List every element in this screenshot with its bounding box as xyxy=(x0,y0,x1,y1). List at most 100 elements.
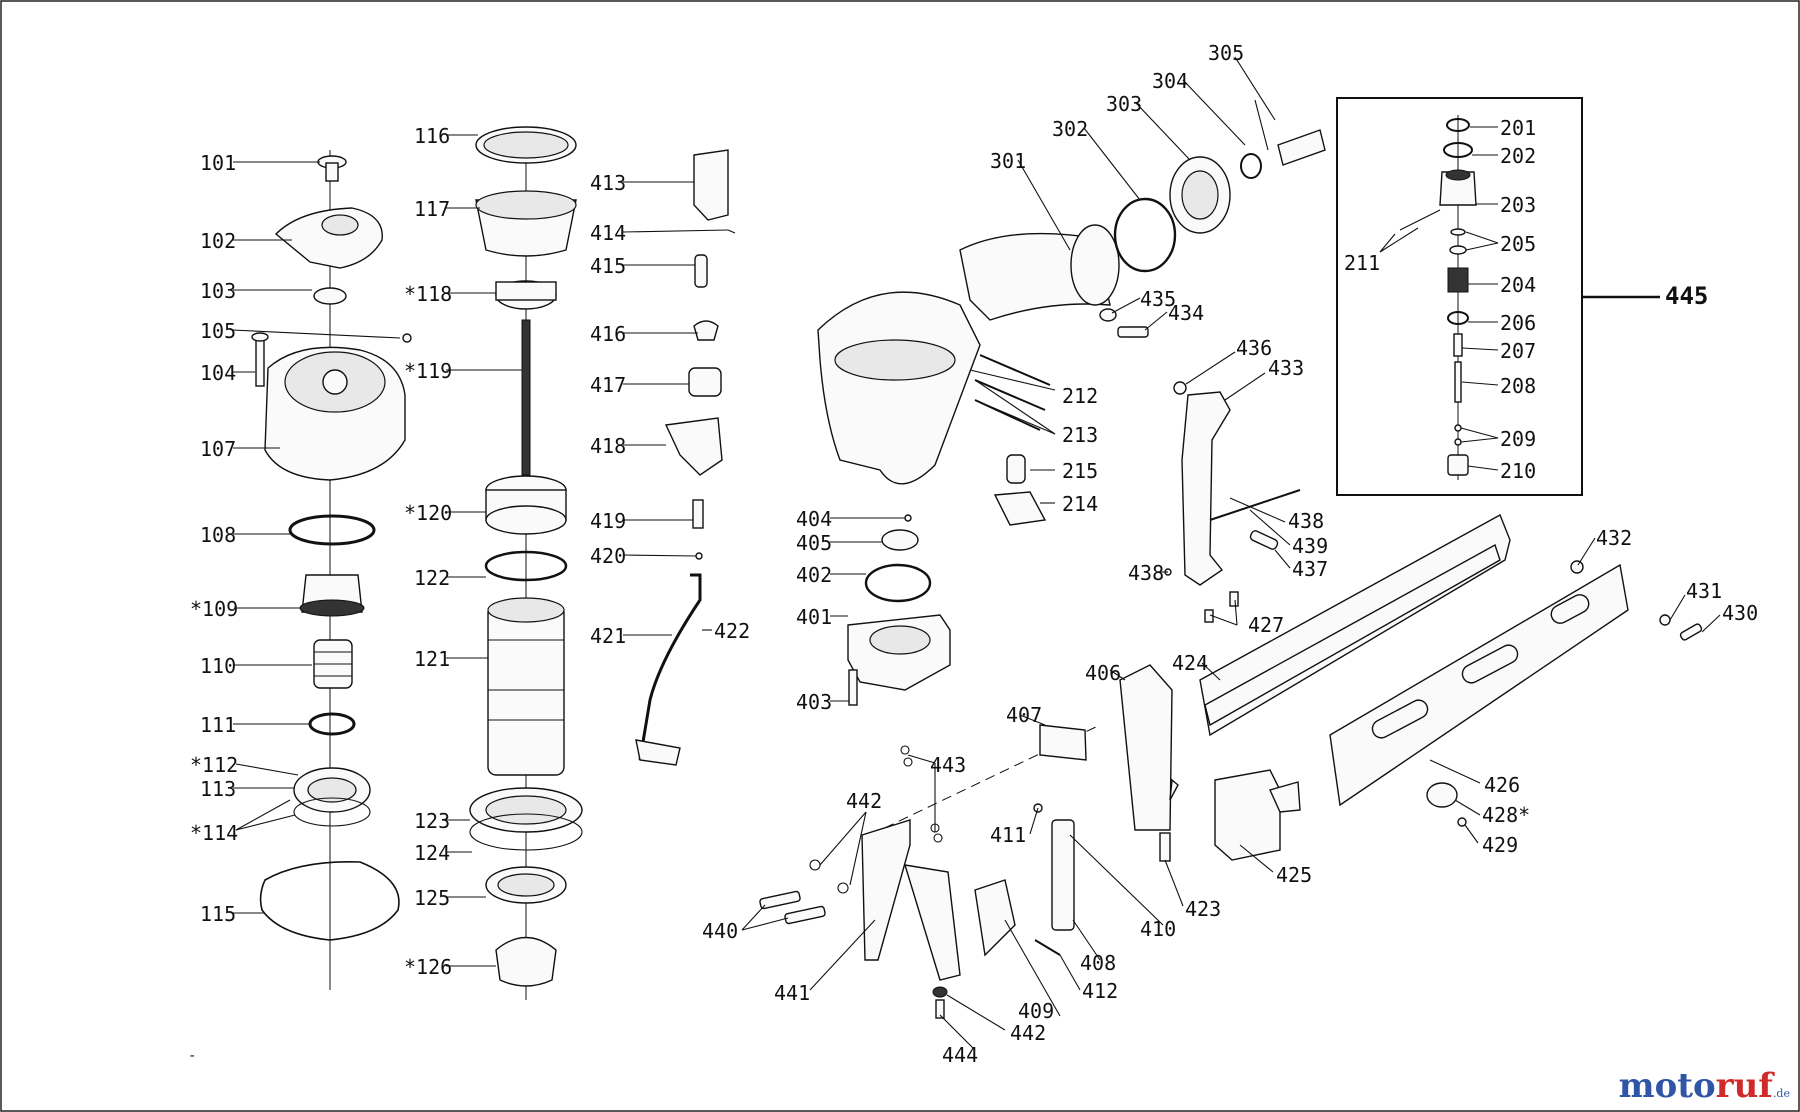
label-416: 416 xyxy=(590,322,626,346)
label-109: *109 xyxy=(190,597,238,621)
label-114: *114 xyxy=(190,821,238,845)
label-401: 401 xyxy=(796,605,832,629)
label-437: 437 xyxy=(1292,557,1328,581)
label-124: 124 xyxy=(414,841,450,865)
part-labels: 101 102 103 105 104 107 108 *109 110 111… xyxy=(190,41,1758,1067)
label-115: 115 xyxy=(200,902,236,926)
leader-lines xyxy=(231,56,1721,1051)
label-408: 408 xyxy=(1080,951,1116,975)
cap-assembly xyxy=(251,150,412,990)
label-413: 413 xyxy=(590,171,626,195)
label-304: 304 xyxy=(1152,69,1188,93)
label-204: 204 xyxy=(1500,273,1536,297)
footnote-dash: - xyxy=(188,1048,196,1064)
label-117: 117 xyxy=(414,197,450,221)
label-417: 417 xyxy=(590,373,626,397)
label-213: 213 xyxy=(1062,423,1098,447)
label-438b: 438 xyxy=(1128,561,1164,585)
label-422: 422 xyxy=(714,619,750,643)
label-302: 302 xyxy=(1052,117,1088,141)
label-442a: 442 xyxy=(846,789,882,813)
label-407: 407 xyxy=(1006,703,1042,727)
label-215: 215 xyxy=(1062,459,1098,483)
label-301: 301 xyxy=(990,149,1026,173)
piston-assembly xyxy=(469,126,583,1000)
label-421: 421 xyxy=(590,624,626,648)
label-410: 410 xyxy=(1140,917,1176,941)
label-113: 113 xyxy=(200,777,236,801)
label-125: 125 xyxy=(414,886,450,910)
label-425: 425 xyxy=(1276,863,1312,887)
label-438a: 438 xyxy=(1288,509,1324,533)
label-201: 201 xyxy=(1500,116,1536,140)
label-412: 412 xyxy=(1082,979,1118,1003)
label-426: 426 xyxy=(1484,773,1520,797)
trigger-assembly xyxy=(635,149,736,766)
label-119: *119 xyxy=(404,359,452,383)
inset-445 xyxy=(1336,97,1660,496)
label-440: 440 xyxy=(702,919,738,943)
label-420: 420 xyxy=(590,544,626,568)
label-445: 445 xyxy=(1665,282,1708,310)
label-415: 415 xyxy=(590,254,626,278)
label-209: 209 xyxy=(1500,427,1536,451)
magazine xyxy=(1199,514,1703,861)
label-210: 210 xyxy=(1500,459,1536,483)
label-112: *112 xyxy=(190,753,238,777)
label-111: 111 xyxy=(200,713,236,737)
label-120: *120 xyxy=(404,501,452,525)
label-429: 429 xyxy=(1482,833,1518,857)
label-435: 435 xyxy=(1140,287,1176,311)
watermark-logo: motoruf.de xyxy=(1618,1066,1790,1106)
label-404: 404 xyxy=(796,507,832,531)
label-102: 102 xyxy=(200,229,236,253)
label-418: 418 xyxy=(590,434,626,458)
label-424: 424 xyxy=(1172,651,1208,675)
label-303: 303 xyxy=(1106,92,1142,116)
label-207: 207 xyxy=(1500,339,1536,363)
label-419: 419 xyxy=(590,509,626,533)
label-126: *126 xyxy=(404,955,452,979)
label-305: 305 xyxy=(1208,41,1244,65)
label-428: 428* xyxy=(1482,803,1530,827)
label-103: 103 xyxy=(200,279,236,303)
label-441: 441 xyxy=(774,981,810,1005)
label-205: 205 xyxy=(1500,232,1536,256)
label-439: 439 xyxy=(1292,534,1328,558)
label-121: 121 xyxy=(414,647,450,671)
label-433: 433 xyxy=(1268,356,1304,380)
label-427: 427 xyxy=(1248,613,1284,637)
label-409: 409 xyxy=(1018,999,1054,1023)
label-442b: 442 xyxy=(1010,1021,1046,1045)
label-212: 212 xyxy=(1062,384,1098,408)
label-202: 202 xyxy=(1500,144,1536,168)
label-436: 436 xyxy=(1236,336,1272,360)
label-414: 414 xyxy=(590,221,626,245)
label-116: 116 xyxy=(414,124,450,148)
label-443: 443 xyxy=(930,753,966,777)
label-402: 402 xyxy=(796,563,832,587)
label-206: 206 xyxy=(1500,311,1536,335)
label-118: *118 xyxy=(404,282,452,306)
label-403: 403 xyxy=(796,690,832,714)
label-211: 211 xyxy=(1344,251,1380,275)
label-444: 444 xyxy=(942,1043,978,1067)
label-203: 203 xyxy=(1500,193,1536,217)
label-411: 411 xyxy=(990,823,1026,847)
label-104: 104 xyxy=(200,361,236,385)
label-432: 432 xyxy=(1596,526,1632,550)
label-107: 107 xyxy=(200,437,236,461)
housing-body xyxy=(817,99,1326,706)
nose-assembly xyxy=(759,664,1179,1019)
label-430: 430 xyxy=(1722,601,1758,625)
label-123: 123 xyxy=(414,809,450,833)
label-208: 208 xyxy=(1500,374,1536,398)
label-110: 110 xyxy=(200,654,236,678)
safety-arm xyxy=(1164,381,1301,623)
label-434: 434 xyxy=(1168,301,1204,325)
label-122: 122 xyxy=(414,566,450,590)
label-406: 406 xyxy=(1085,661,1121,685)
label-101: 101 xyxy=(200,151,236,175)
